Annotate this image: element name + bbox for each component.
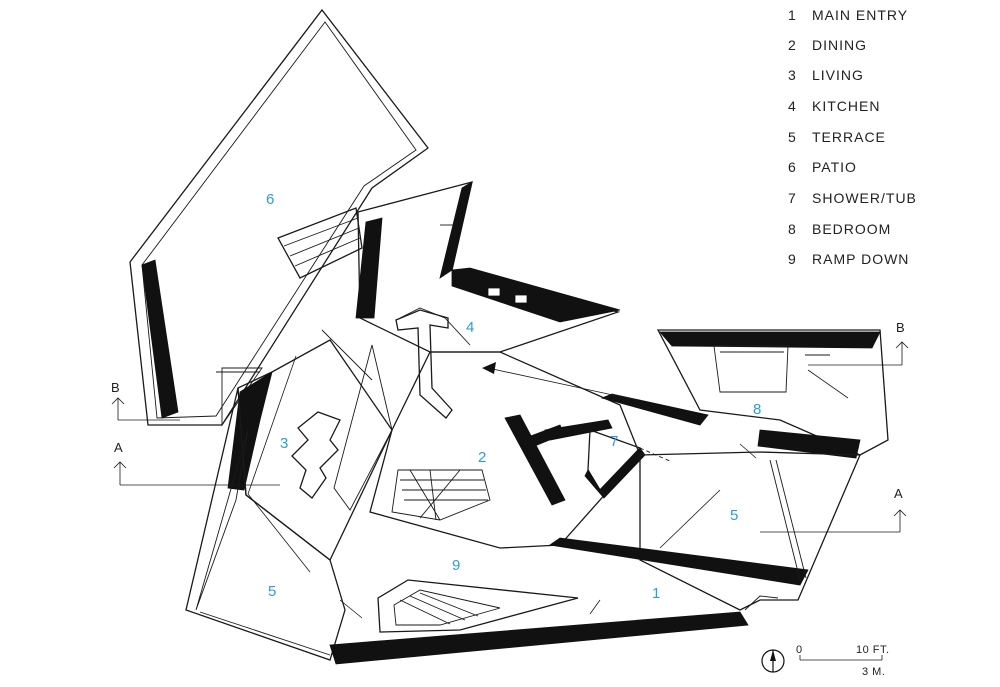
legend-number: 3: [788, 67, 796, 83]
section-marker-a-right: A: [760, 486, 907, 533]
room-label-kitchen: 4: [466, 319, 474, 336]
legend-number: 7: [788, 190, 796, 206]
legend-number: 9: [788, 251, 796, 267]
section-b-left-label: B: [111, 380, 120, 395]
north-arrow-icon: [761, 649, 785, 673]
legend-number: 2: [788, 37, 796, 53]
legend-label: SHOWER/TUB: [812, 190, 917, 206]
shower-tub: [504, 414, 673, 506]
scale-bar: 0 10 FT. 3 M.: [796, 644, 890, 678]
room-label-dining: 2: [478, 449, 486, 466]
legend-number: 4: [788, 98, 796, 114]
room-label-bedroom: 8: [753, 401, 761, 418]
scale-feet: 10 FT.: [856, 644, 890, 656]
ramp-entry: [329, 579, 779, 665]
room-label-shower: 7: [610, 433, 618, 450]
terrace-left: [185, 387, 346, 661]
kitchen-wing: [355, 181, 621, 353]
bedroom-wing: [600, 329, 889, 459]
dimension-lines: [247, 355, 849, 619]
legend-number: 5: [788, 129, 796, 145]
terrace-right: [548, 451, 861, 611]
patio-steps: [277, 207, 363, 279]
legend-label: RAMP DOWN: [812, 251, 909, 267]
room-label-terrace-left: 5: [268, 583, 276, 600]
room-label-terrace-right: 5: [730, 507, 738, 524]
dining-area: [369, 351, 641, 549]
legend-label: KITCHEN: [812, 98, 880, 114]
room-label-patio: 6: [266, 191, 274, 208]
section-marker-b-right: B: [808, 320, 909, 366]
legend-number: 1: [788, 7, 796, 23]
section-a-right-label: A: [894, 486, 903, 501]
section-marker-a-left: A: [113, 440, 280, 486]
legend-number: 6: [788, 159, 796, 175]
room-label-ramp: 9: [452, 557, 460, 574]
kitchen-island: [395, 309, 453, 419]
living-wing: [227, 329, 393, 562]
section-a-left-label: A: [114, 440, 123, 455]
section-marker-b-left: B: [111, 380, 180, 421]
legend: 1 MAIN ENTRY 2 DINING 3 LIVING 4 KITCHEN…: [788, 7, 917, 267]
legend-label: TERRACE: [812, 129, 886, 145]
legend-label: BEDROOM: [812, 221, 891, 237]
section-b-right-label: B: [896, 320, 905, 335]
room-label-living: 3: [280, 435, 288, 452]
room-label-entry: 1: [652, 585, 660, 602]
legend-label: LIVING: [812, 67, 864, 83]
legend-label: DINING: [812, 37, 867, 53]
legend-label: MAIN ENTRY: [812, 7, 908, 23]
legend-number: 8: [788, 221, 796, 237]
legend-label: PATIO: [812, 159, 857, 175]
scale-zero: 0: [796, 644, 803, 656]
scale-meters: 3 M.: [862, 666, 885, 678]
patio-wing: [129, 8, 429, 427]
